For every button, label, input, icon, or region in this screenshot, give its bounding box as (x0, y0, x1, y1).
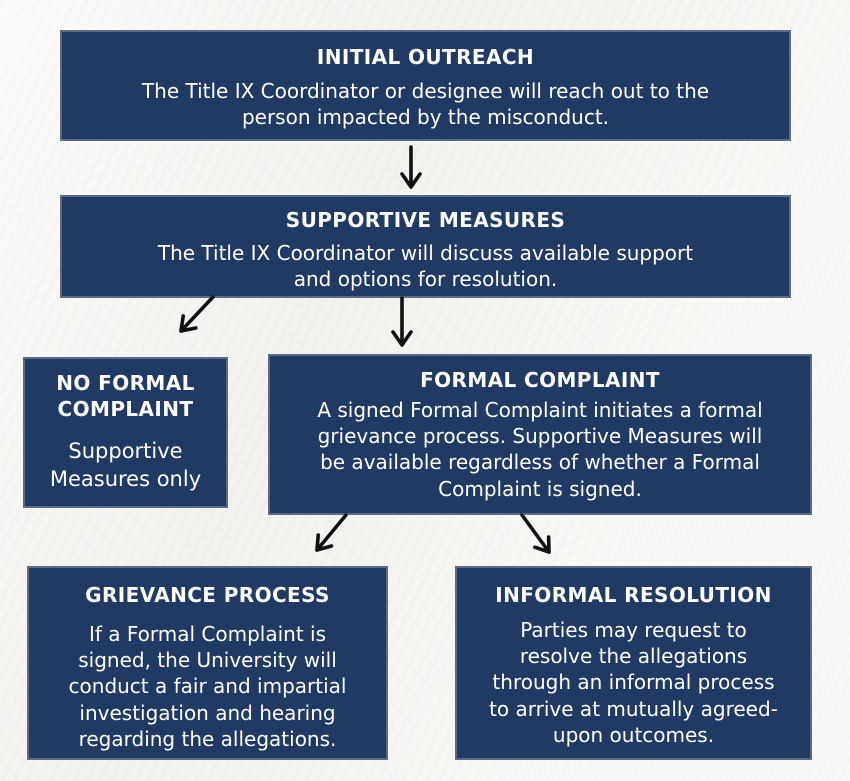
node-body: The Title IX Coordinator or designee wil… (141, 78, 710, 129)
node-body: Supportive Measures only (49, 439, 202, 491)
node-supportive-measures: SUPPORTIVE MEASURES The Title IX Coordin… (60, 195, 791, 298)
node-title: GRIEVANCE PROCESS (85, 583, 330, 607)
node-initial-outreach: INITIAL OUTREACH The Title IX Coordinato… (60, 30, 791, 141)
arrow-down-left-icon (315, 513, 348, 552)
arrow-down-right-icon (520, 513, 551, 554)
node-body: If a Formal Complaint is signed, the Uni… (68, 621, 347, 752)
node-formal-complaint: FORMAL COMPLAINT A signed Formal Complai… (268, 354, 812, 515)
arrow-down-icon (400, 145, 422, 189)
node-title: FORMAL COMPLAINT (420, 368, 660, 392)
node-no-formal-complaint: NO FORMAL COMPLAINT Supportive Measures … (23, 357, 228, 508)
arrow-down-left-icon (179, 295, 215, 333)
node-title: NO FORMAL COMPLAINT (56, 371, 195, 421)
node-body: Parties may request to resolve the alleg… (489, 617, 778, 748)
node-title: INITIAL OUTREACH (316, 45, 535, 69)
node-informal-resolution: INFORMAL RESOLUTION Parties may request … (455, 566, 812, 760)
arrow-down-icon (391, 296, 413, 347)
node-title: INFORMAL RESOLUTION (495, 583, 772, 607)
node-body: A signed Formal Complaint initiates a fo… (317, 397, 763, 501)
node-body: The Title IX Coordinator will discuss av… (157, 240, 694, 291)
node-title: SUPPORTIVE MEASURES (285, 208, 566, 232)
node-grievance-process: GRIEVANCE PROCESS If a Formal Complaint … (27, 566, 388, 760)
